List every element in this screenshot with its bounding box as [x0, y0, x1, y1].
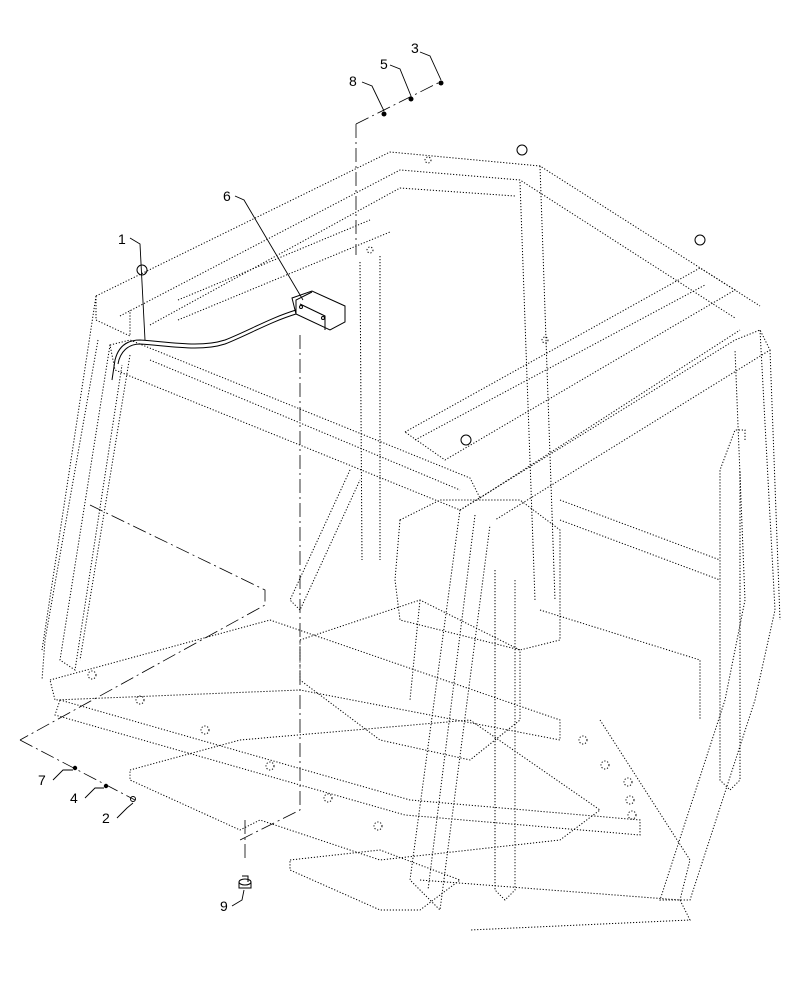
callouts: 1 2 3 4 5 6 7 8 9 [38, 40, 419, 914]
top-hardware [355, 80, 444, 125]
callout-4: 4 [70, 790, 78, 806]
callout-9: 9 [220, 898, 228, 914]
wire-harness [111, 309, 297, 381]
lower-hardware [19, 739, 136, 802]
callout-1: 1 [118, 231, 126, 247]
fitting-part-9 [238, 875, 252, 889]
cab-frame [41, 144, 781, 931]
phantom-lines [19, 124, 357, 860]
callout-5: 5 [380, 56, 388, 72]
lamp-assembly [291, 290, 346, 331]
leader-lines [52, 51, 442, 907]
callout-6: 6 [223, 188, 231, 204]
callout-8: 8 [349, 73, 357, 89]
callout-7: 7 [38, 772, 46, 788]
callout-2: 2 [102, 810, 110, 826]
callout-3: 3 [411, 40, 419, 56]
